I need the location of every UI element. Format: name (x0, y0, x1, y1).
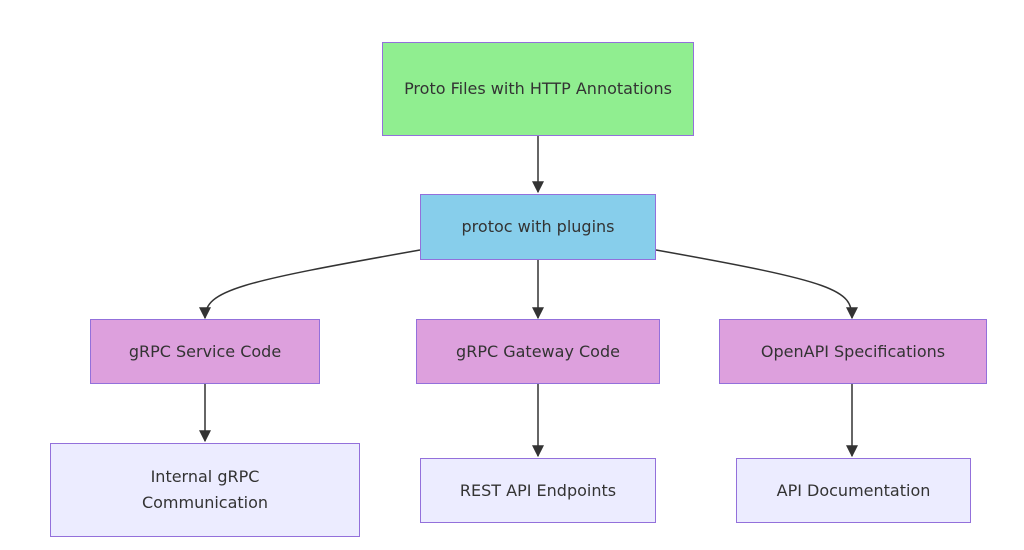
node-service-code: gRPC Service Code (90, 319, 320, 384)
node-openapi-label: OpenAPI Specifications (760, 341, 946, 361)
edge-protoc-to-service-code (199, 249, 421, 320)
node-openapi: OpenAPI Specifications (719, 319, 987, 384)
node-internal-grpc-label: Internal gRPC Communication (141, 467, 269, 512)
node-protoc-label: protoc with plugins (461, 217, 615, 236)
node-api-docs: API Documentation (736, 458, 971, 523)
node-gateway-code: gRPC Gateway Code (416, 319, 660, 384)
node-internal-grpc: Internal gRPC Communication (50, 443, 360, 537)
node-rest-endpoints-label: REST API Endpoints (459, 480, 617, 500)
node-service-code-label: gRPC Service Code (128, 341, 282, 361)
node-gateway-code-label: gRPC Gateway Code (456, 341, 620, 361)
node-protoc: protoc with plugins (420, 194, 656, 260)
edge-protoc-to-openapi (655, 249, 858, 320)
node-rest-endpoints: REST API Endpoints (420, 458, 656, 523)
node-api-docs-label: API Documentation (776, 480, 931, 500)
node-proto-files-label: Proto Files with HTTP Annotations (404, 79, 672, 98)
node-proto-files: Proto Files with HTTP Annotations (382, 42, 694, 136)
